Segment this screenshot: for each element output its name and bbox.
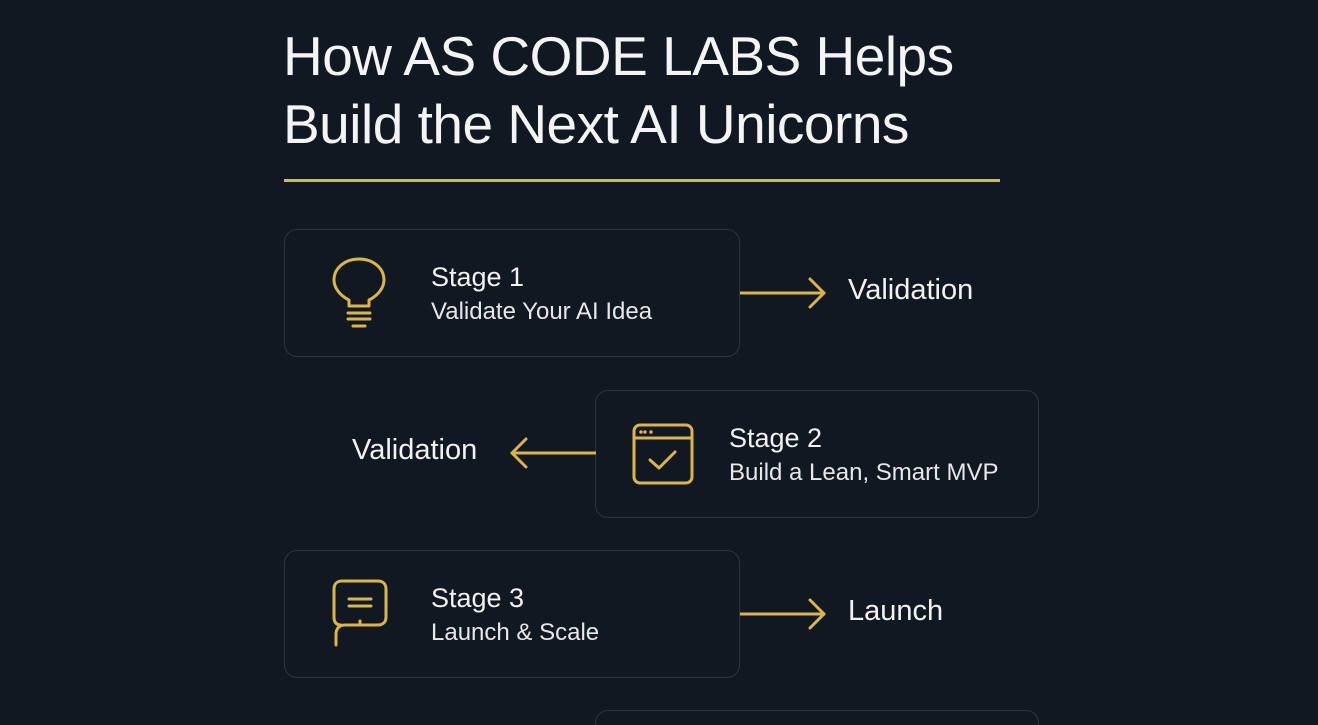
stage-2-title: Stage 2 — [729, 423, 823, 453]
browser-check-icon — [632, 423, 694, 485]
page-title: How AS CODE LABS Helps Build the Next AI… — [283, 22, 954, 158]
stage-3-subtitle: Launch & Scale — [431, 619, 600, 646]
stage-3-outcome: Launch — [848, 595, 944, 627]
stage-1-title: Stage 1 — [431, 262, 525, 292]
stage-1-subtitle: Validate Your AI Idea — [431, 298, 653, 325]
stage-2-subtitle: Build a Lean, Smart MVP — [729, 459, 999, 486]
title-divider — [284, 179, 1000, 182]
stage-2-card: Stage 2 Build a Lean, Smart MVP — [595, 390, 1039, 518]
stage-1-card: Stage 1 Validate Your AI Idea — [284, 229, 740, 357]
title-line-2: Build the Next AI Unicorns — [283, 93, 909, 155]
arrow-right-icon — [740, 597, 828, 631]
stage-3-title: Stage 3 — [431, 583, 525, 613]
arrow-right-icon — [740, 276, 828, 310]
lightbulb-icon — [329, 256, 389, 330]
chat-bubble-icon — [331, 579, 389, 647]
stage-2-outcome: Validation — [352, 434, 478, 466]
stage-3-card: Stage 3 Launch & Scale — [284, 550, 740, 678]
stage-4-card — [595, 710, 1039, 725]
arrow-left-icon — [508, 436, 596, 470]
stage-1-outcome: Validation — [848, 274, 974, 306]
title-line-1: How AS CODE LABS Helps — [283, 25, 954, 87]
